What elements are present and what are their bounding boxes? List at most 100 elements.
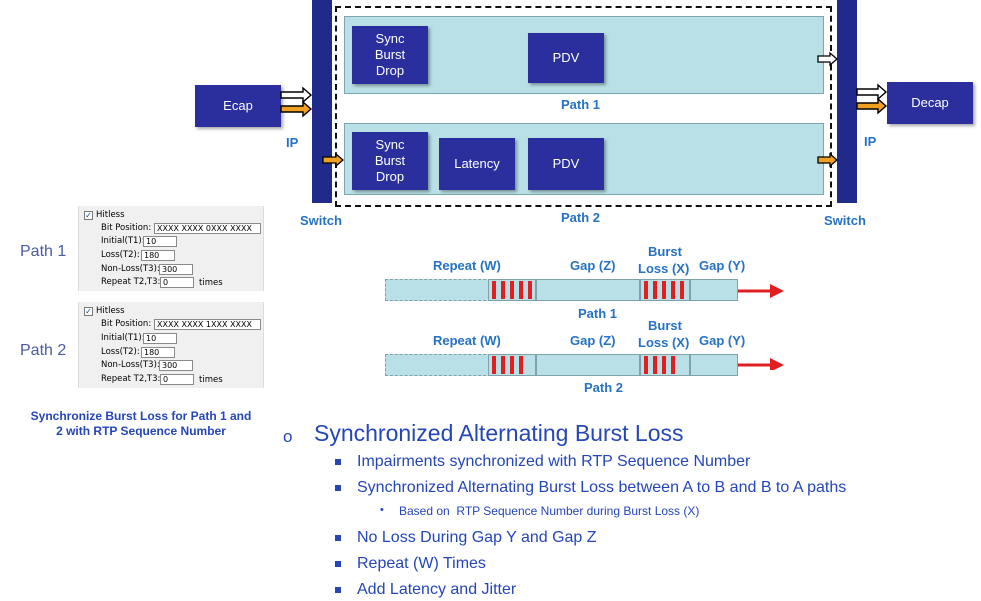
ip-label-left: IP: [286, 135, 299, 150]
tl1-red-arrow: [738, 284, 784, 298]
path2-config-panel: ✓ Hitless Bit Position: XXXX XXXX 1XXX X…: [78, 302, 264, 388]
tl2-burst-label-2: Loss (X): [638, 335, 690, 350]
ecap-label: Ecap: [223, 98, 253, 113]
tl1-gapy-label: Gap (Y): [699, 258, 746, 273]
heading-marker: o: [283, 427, 293, 446]
path1-repeat-field[interactable]: 0: [160, 277, 194, 288]
decap-white-arrow: [856, 83, 888, 101]
tl2-gapz-label: Gap (Z): [570, 333, 616, 348]
tl2-path-label: Path 2: [584, 380, 624, 395]
path2-times-label: times: [199, 375, 223, 385]
tl1-burst-marker: [653, 281, 657, 299]
tl1-burst-marker: [644, 281, 648, 299]
path2-initial-field[interactable]: 10: [143, 333, 177, 344]
path2-nonloss-label: Non-Loss(T3):: [101, 360, 160, 370]
path2-pdv-label: PDV: [552, 156, 580, 171]
path1-label: Path 1: [561, 97, 601, 112]
sub-bullet-item: Based on RTP Sequence Number during Burs…: [399, 504, 700, 518]
path1-loss-field[interactable]: 180: [141, 250, 175, 261]
path1-sync-burst-drop-block: Sync Burst Drop: [352, 26, 428, 84]
path2-out-arrow: [817, 152, 838, 168]
path1-loss-label: Loss(T2):: [101, 250, 140, 260]
tl1-gapz-segment: [536, 279, 640, 301]
path2-in-arrow: [322, 152, 344, 168]
path2-hitless-checkbox[interactable]: ✓: [84, 307, 93, 316]
bullet-item: Add Latency and Jitter: [357, 581, 517, 598]
tl2-burst-marker: [653, 356, 657, 374]
path1-bit-position-field[interactable]: XXXX XXXX 0XXX XXXX: [154, 223, 261, 234]
tl1-repeat-label: Repeat (W): [433, 258, 501, 273]
tl2-gapz-segment: [536, 354, 640, 376]
sub-bullet-marker: •: [380, 504, 384, 516]
path1-config-panel: ✓ Hitless Bit Position: XXXX XXXX 0XXX X…: [78, 206, 264, 291]
tl1-loss-marker: [519, 281, 523, 299]
tl1-path-label: Path 1: [578, 306, 618, 321]
bullet-heading: Synchronized Alternating Burst Loss: [314, 420, 684, 446]
bullet-item: No Loss During Gap Y and Gap Z: [357, 529, 597, 546]
path2-hitless-label: Hitless: [96, 306, 125, 316]
tl2-burst-label-1: Burst: [648, 318, 682, 333]
path2-side-label: Path 2: [20, 342, 67, 359]
tl1-burst-marker: [680, 281, 684, 299]
ecap-block: Ecap: [195, 85, 281, 127]
ecap-white-arrow: [280, 86, 313, 104]
right-switch-bar: [837, 0, 857, 203]
path2-nonloss-field[interactable]: 300: [159, 360, 193, 371]
path1-repeat-label: Repeat T2,T3:: [101, 277, 161, 287]
path1-pdv-block: PDV: [528, 33, 604, 83]
path2-latency-label: Latency: [454, 156, 500, 171]
bullet-item: Repeat (W) Times: [357, 555, 486, 572]
path2-repeat-label: Repeat T2,T3:: [101, 374, 161, 384]
timeline-red-arrows: [738, 284, 784, 370]
tl2-gapy-segment: [690, 354, 738, 376]
path1-pdv-label: PDV: [552, 50, 580, 65]
bullet-item: Impairments synchronized with RTP Sequen…: [357, 453, 751, 470]
tl1-loss-marker: [492, 281, 496, 299]
tl2-gapy-label: Gap (Y): [699, 333, 746, 348]
path2-latency-block: Latency: [439, 138, 515, 190]
tl2-dashed-segment: [385, 354, 491, 376]
path1-bit-position-label: Bit Position:: [101, 223, 152, 233]
tl2-loss-marker: [519, 356, 523, 374]
bullet-marker: [335, 535, 341, 541]
paths-frame: [335, 6, 832, 207]
path2-repeat-field[interactable]: 0: [160, 374, 194, 385]
tl2-burst-marker: [644, 356, 648, 374]
tl1-burst-label-2: Loss (X): [638, 261, 690, 276]
switch-label-right: Switch: [824, 213, 866, 228]
ip-label-right: IP: [864, 134, 877, 149]
path1-initial-field[interactable]: 10: [143, 236, 177, 247]
path1-initial-label: Initial(T1):: [101, 236, 145, 246]
sync-caption: Synchronize Burst Loss for Path 1 and 2 …: [30, 409, 252, 438]
path1-out-arrow: [817, 51, 838, 67]
ecap-orange-arrow: [280, 100, 313, 118]
bullet-marker: [335, 587, 341, 593]
tl1-gapz-label: Gap (Z): [570, 258, 616, 273]
path2-label: Path 2: [561, 210, 601, 225]
path1-hitless-label: Hitless: [96, 210, 125, 220]
decap-block: Decap: [887, 82, 973, 124]
bullet-marker: [335, 459, 341, 465]
tl1-burst-marker: [671, 281, 675, 299]
path1-nonloss-label: Non-Loss(T3):: [101, 264, 160, 274]
tl2-loss-marker: [492, 356, 496, 374]
path2-initial-label: Initial(T1):: [101, 333, 145, 343]
switch-label-left: Switch: [300, 213, 342, 228]
decap-orange-arrow: [856, 97, 888, 115]
tl2-red-arrow: [738, 358, 784, 370]
tl2-loss-marker: [501, 356, 505, 374]
tl2-loss-marker: [510, 356, 514, 374]
left-switch-bar: [312, 0, 332, 203]
tl1-loss-marker: [528, 281, 532, 299]
path2-bit-position-label: Bit Position:: [101, 319, 152, 329]
path1-nonloss-field[interactable]: 300: [159, 264, 193, 275]
path2-pdv-block: PDV: [528, 138, 604, 190]
path2-bit-position-field[interactable]: XXXX XXXX 1XXX XXXX: [154, 319, 261, 330]
path1-hitless-checkbox[interactable]: ✓: [84, 211, 93, 220]
tl1-loss-marker: [510, 281, 514, 299]
tl2-repeat-label: Repeat (W): [433, 333, 501, 348]
path2-sync-burst-drop-block: Sync Burst Drop: [352, 132, 428, 190]
path2-loss-field[interactable]: 180: [141, 347, 175, 358]
tl1-loss-marker: [501, 281, 505, 299]
bullet-item: Synchronized Alternating Burst Loss betw…: [357, 479, 847, 496]
